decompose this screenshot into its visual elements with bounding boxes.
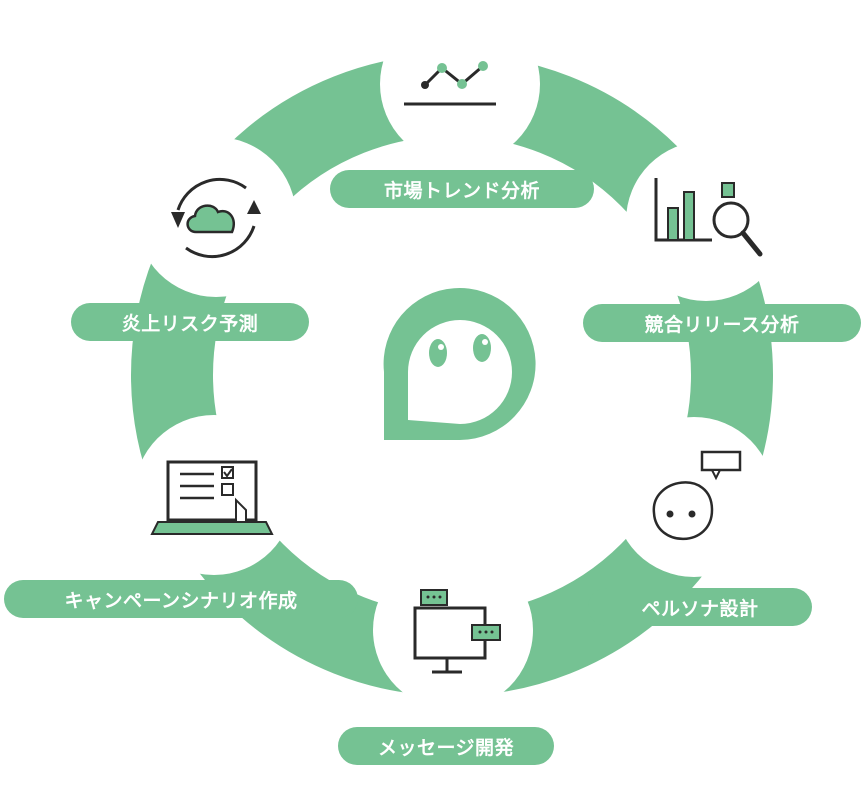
node-competitor-release	[626, 141, 786, 301]
label-market-trend-analysis: 市場トレンド分析	[330, 170, 594, 208]
label-persona-design: ペルソナ設計	[588, 588, 812, 626]
laptop-checklist-pointer-icon	[150, 460, 274, 535]
node-market-trend	[380, 4, 540, 164]
monitor-chat-bubbles-icon	[413, 589, 501, 674]
bar-chart-magnifier-icon	[654, 178, 763, 257]
ghost-pin-mascot-icon	[383, 288, 536, 440]
face-speech-bubble-icon	[652, 450, 742, 541]
node-persona	[614, 417, 774, 577]
node-message-development	[373, 550, 533, 710]
node-campaign-scenario	[134, 415, 294, 575]
cloud-refresh-arrows-icon	[171, 177, 261, 259]
label-flaming-risk-prediction: 炎上リスク予測	[71, 303, 309, 341]
label-campaign-scenario: キャンペーンシナリオ作成	[4, 580, 358, 618]
node-flaming-risk	[136, 137, 296, 297]
label-competitor-release-analysis: 競合リリース分析	[583, 304, 861, 342]
trend-line-chart-icon	[404, 61, 496, 106]
label-message-development: メッセージ開発	[338, 727, 554, 765]
